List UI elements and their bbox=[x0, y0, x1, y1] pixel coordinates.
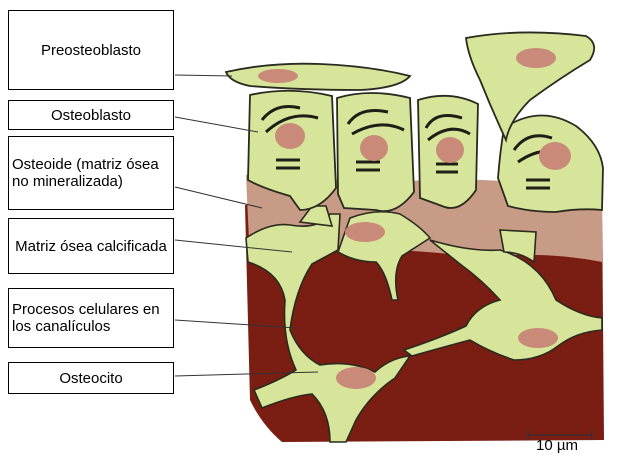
label-osteoblast-text: Osteoblasto bbox=[51, 107, 131, 124]
label-cell-processes-text: Procesos celulares en los canalículos bbox=[12, 301, 170, 335]
scale-bar-label: 10 µm bbox=[536, 437, 578, 454]
label-osteoid-text: Osteoide (matriz ósea no mineralizada) bbox=[12, 156, 170, 190]
label-preosteoblast: Preosteoblasto bbox=[8, 10, 174, 90]
label-osteoid: Osteoide (matriz ósea no mineralizada) bbox=[8, 136, 174, 210]
label-osteocyte-text: Osteocito bbox=[59, 370, 122, 387]
label-preosteoblast-text: Preosteoblasto bbox=[41, 42, 141, 59]
label-calcified-matrix-text: Matriz ósea calcificada bbox=[15, 238, 167, 255]
label-calcified-matrix: Matriz ósea calcificada bbox=[8, 218, 174, 274]
label-osteoblast: Osteoblasto bbox=[8, 100, 174, 130]
label-osteocyte: Osteocito bbox=[8, 362, 174, 394]
label-cell-processes: Procesos celulares en los canalículos bbox=[8, 288, 174, 348]
